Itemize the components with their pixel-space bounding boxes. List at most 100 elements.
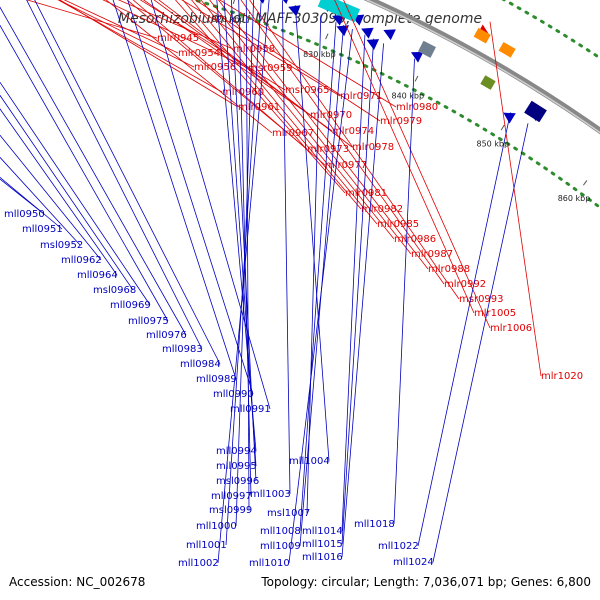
forward-gene-block	[498, 41, 516, 58]
reverse-gene-block	[317, 0, 361, 23]
kbp-tick-mark	[582, 180, 588, 186]
gene-label: mlr0974	[332, 126, 374, 137]
gene-label: mlr1020	[541, 371, 583, 382]
gene-label: mlr0978	[352, 142, 394, 153]
gene-leader-line	[26, 0, 158, 39]
gene-label: mll0983	[162, 344, 203, 355]
gene-leader-line	[0, 94, 134, 291]
gene-label: mll1001	[186, 540, 227, 551]
gene-leader-line	[126, 0, 308, 150]
gene-leader-line	[127, 0, 254, 395]
gene-label: mll0964	[77, 270, 118, 281]
gene-leader-line	[209, 0, 412, 255]
gene-leader-line	[34, 0, 221, 365]
gene-label: mll1000	[196, 521, 237, 532]
gene-leader-line	[282, 0, 291, 495]
gene-label: mlr0960	[222, 87, 264, 98]
gene-label: mll0995	[216, 461, 257, 472]
gene-label: mll0969	[110, 300, 151, 311]
gene-label: mll0989	[196, 374, 237, 385]
gene-label: mll0962	[61, 255, 102, 266]
gene-leader-line	[225, 0, 262, 546]
gene-label: mll1002	[178, 558, 219, 569]
gene-label: mll0997	[211, 491, 252, 502]
gene-leader-line	[26, 0, 203, 350]
gene-label: mll1010	[249, 558, 290, 569]
reverse-gene-block	[524, 100, 547, 123]
gene-leader-line	[343, 0, 491, 329]
gene-label: mll0975	[128, 316, 169, 327]
gene-leader-line	[194, 0, 381, 122]
kbp-tick-mark	[325, 33, 329, 40]
gene-label: msr0965	[285, 85, 330, 96]
reverse-gene-mark	[383, 29, 396, 41]
gene-leader-line	[191, 0, 378, 225]
gene-leader-line	[432, 123, 529, 563]
gene-leader-line	[59, 0, 239, 108]
gene-leader-line	[216, 0, 257, 452]
gene-leader-line	[0, 156, 81, 246]
gene-leader-line	[334, 0, 475, 314]
gene-leader-line	[57, 0, 195, 68]
reverse-gene-mark	[254, 0, 268, 4]
gene-leader-line	[238, 0, 252, 497]
reverse-gene-mark	[278, 0, 291, 4]
gene-leader-line	[132, 0, 326, 166]
gene-label: mlr0970	[310, 110, 352, 121]
gene-leader-line	[231, 0, 257, 482]
kbp-tick-label: 840 kbp	[391, 92, 424, 101]
kbp-tick-label: 860 kbp	[558, 194, 591, 203]
gene-leader-line	[223, 0, 257, 467]
gene-label: mll0991	[230, 404, 271, 415]
gene-label: mlr0956	[194, 62, 236, 73]
map-rings	[189, 0, 600, 210]
topology-text: Topology: circular; Length: 7,036,071 bp…	[260, 575, 591, 589]
gene-label: mlr0979	[380, 116, 422, 127]
gene-leader-line	[294, 5, 330, 462]
gene-label: mlr0992	[444, 279, 486, 290]
gene-leader-line	[181, 0, 341, 97]
gene-leader-line	[341, 43, 384, 558]
reverse-gene-block	[418, 40, 436, 58]
gene-leader-line	[182, 0, 362, 210]
gene-label: mll1018	[354, 519, 395, 530]
gene-leader-line	[105, 0, 273, 134]
inner-dotted-ring	[189, 0, 600, 210]
gene-leader-line	[341, 38, 375, 545]
gene-label: mlr0988	[428, 264, 470, 275]
gene-leader-line	[57, 0, 223, 93]
kbp-tick-mark	[414, 75, 419, 82]
gene-label: mlr1005	[474, 308, 516, 319]
gene-label: mll0950	[4, 209, 45, 220]
kbp-tick-mark	[232, 0, 236, 5]
gene-label: mlr0954	[178, 48, 220, 59]
forward-gene-block	[473, 27, 491, 44]
gene-label: msl0968	[93, 285, 136, 296]
gene-label: mlr0986	[394, 234, 436, 245]
gene-leader-line	[240, 0, 445, 285]
gene-leader-line	[288, 29, 353, 564]
gene-label: mll1015	[302, 539, 343, 550]
genome-title: Mesorhizobium loti MAFF303099, complete …	[118, 11, 482, 27]
gene-leader-line	[0, 134, 102, 261]
gene-label: msr0993	[459, 294, 504, 305]
gene-label: mlr0971	[340, 91, 382, 102]
gene-label: mll1004	[289, 456, 330, 467]
gene-leader-line	[0, 6, 187, 336]
reverse-gene-mark	[366, 39, 380, 50]
gene-features	[254, 0, 547, 124]
gene-leader-line	[245, 0, 250, 511]
reverse-gene-block	[480, 75, 496, 90]
reverse-gene-mark	[332, 14, 345, 26]
gene-leader-line	[117, 0, 234, 50]
gene-label: mlr1006	[490, 323, 532, 334]
gene-label: mlr0977	[325, 160, 367, 171]
gene-leader-line	[0, 81, 151, 306]
gene-label: mlr0987	[411, 249, 453, 260]
gene-leader-line	[0, 108, 118, 276]
gene-label: mll0976	[146, 330, 187, 341]
gene-labels: mlr0945mlr0954mlr0956mlr0958msr0959mlr09…	[0, 0, 583, 569]
gene-label: msl0952	[40, 240, 83, 251]
gene-label: mll1003	[250, 489, 291, 500]
